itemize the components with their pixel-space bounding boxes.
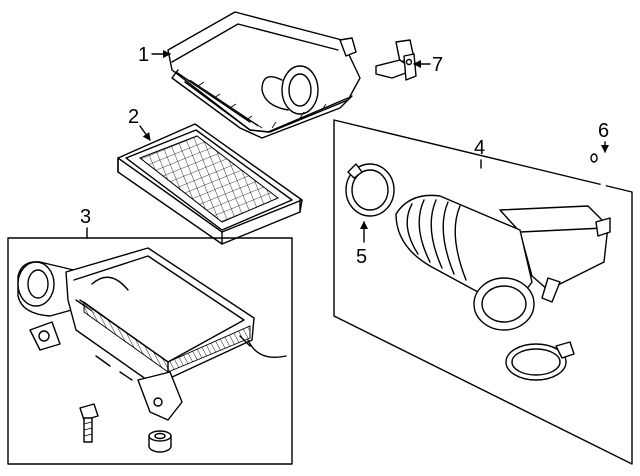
callout-4: 4 [474,137,485,169]
callout-5-label: 5 [356,246,367,268]
rubber-grommet [148,430,172,453]
lower-air-cleaner-case [17,247,287,421]
callout-1-label: 1 [138,44,149,66]
upper-air-cleaner-cover [167,11,361,139]
callout-6-label: 6 [598,120,609,142]
callout-1: 1 [138,44,171,66]
intake-hose [395,194,611,331]
air-filter-element [117,123,303,245]
callout-3-label: 3 [80,206,91,228]
callout-7-label: 7 [432,54,443,76]
hose-clamp-lower [505,341,575,381]
callout-4-label: 4 [474,137,485,159]
lower-case-box [7,237,293,465]
intake-group-frame [333,119,633,465]
mounting-bolt [79,403,99,443]
hose-clamp-upper [345,163,395,217]
callout-2: 2 [128,106,151,141]
callout-7: 7 [413,54,443,76]
callout-5: 5 [356,221,368,268]
callout-2-label: 2 [128,106,139,128]
sensor-bracket [375,39,417,81]
callout-6: 6 [598,120,609,153]
callout-3: 3 [80,206,91,239]
vent-hose [590,151,621,203]
